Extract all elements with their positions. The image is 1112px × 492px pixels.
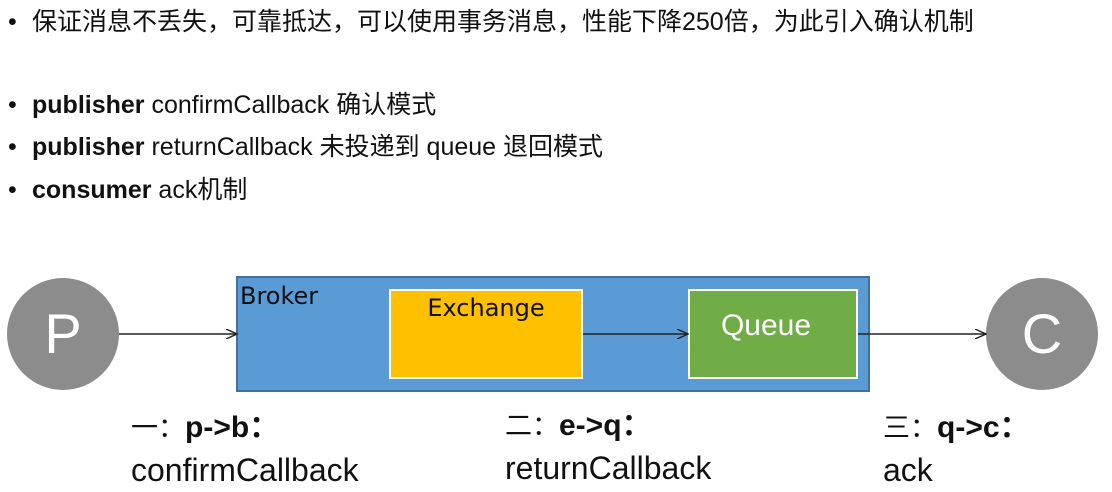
producer-node: P	[7, 278, 119, 390]
step-ack: 三：q->c： ack	[883, 402, 1030, 489]
bullet-text: confirmCallback 确认模式	[144, 91, 437, 119]
bullet-dot-icon: •	[8, 8, 17, 36]
bullet-bold-term: consumer	[32, 176, 152, 204]
broker-label: Broker	[240, 282, 319, 310]
step-return: 二：e->q： returnCallback	[505, 400, 711, 487]
step-number: 二：	[505, 411, 559, 442]
step-confirm: 一：p->b： confirmCallback	[131, 402, 359, 489]
bullet-item: • 保证消息不丢失，可靠抵达，可以使用事务消息，性能下降250倍，为此引入确认机…	[8, 8, 1042, 37]
step-number: 一：	[131, 413, 185, 444]
step-heading: 一：p->b：	[131, 402, 359, 446]
consumer-node: C	[986, 278, 1098, 390]
exchange-label: Exchange	[427, 294, 545, 322]
step-route: e->q：	[559, 409, 652, 442]
queue-box	[688, 289, 858, 379]
bullet-bold-term: publisher	[32, 91, 145, 119]
bullet-dot-icon: •	[8, 91, 17, 119]
step-callback: returnCallback	[505, 450, 712, 486]
step-callback: confirmCallback	[131, 452, 359, 488]
bullet-item: • publisher confirmCallback 确认模式	[8, 91, 436, 120]
bullet-text: ack机制	[151, 176, 248, 204]
step-heading: 三：q->c：	[883, 402, 1030, 446]
queue-label: Queue	[720, 309, 812, 342]
bullet-dot-icon: •	[8, 176, 17, 204]
bullet-item: • consumer ack机制	[8, 176, 247, 205]
bullet-bold-term: publisher	[32, 133, 145, 161]
bullet-item: • publisher returnCallback 未投递到 queue 退回…	[8, 133, 603, 162]
bullet-text: 保证消息不丢失，可靠抵达，可以使用事务消息，性能下降250倍，为此引入确认机制	[32, 8, 974, 36]
bullet-text: returnCallback 未投递到 queue 退回模式	[144, 133, 604, 161]
bullet-dot-icon: •	[8, 133, 17, 161]
step-route: p->b：	[185, 411, 280, 444]
step-heading: 二：e->q：	[505, 400, 711, 444]
step-route: q->c：	[937, 411, 1030, 444]
step-callback: ack	[883, 452, 933, 488]
step-number: 三：	[883, 413, 937, 444]
exchange-box	[389, 289, 583, 379]
